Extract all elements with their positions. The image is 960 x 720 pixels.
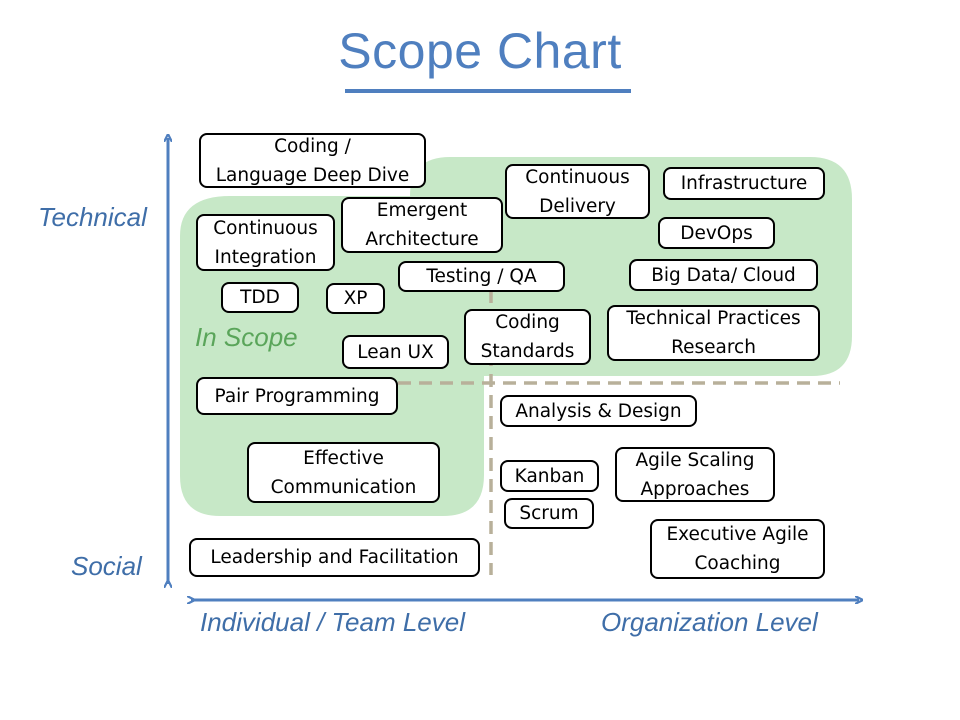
box-label: Emergent Architecture xyxy=(365,200,479,250)
in-scope-label: In Scope xyxy=(195,322,298,352)
box-label: DevOps xyxy=(680,222,753,244)
box-label: Continuous Integration xyxy=(213,217,318,268)
box-coding-standards: Coding Standards xyxy=(464,309,591,365)
box-coding-deep-dive: Coding / Language Deep Dive xyxy=(199,133,426,188)
box-label: Continuous Delivery xyxy=(525,166,630,217)
page-title: Scope Chart xyxy=(338,23,622,79)
box-label: Agile Scaling Approaches xyxy=(635,449,755,500)
axis-label-social: Social xyxy=(71,551,142,581)
box-scrum: Scrum xyxy=(504,498,594,529)
box-testing-qa: Testing / QA xyxy=(398,261,565,292)
axis-label-individual-team: Individual / Team Level xyxy=(200,607,465,637)
box-analysis-design: Analysis & Design xyxy=(500,395,697,427)
box-agile-scaling: Agile Scaling Approaches xyxy=(615,447,775,502)
title-underline xyxy=(345,89,631,93)
axis-label-organization: Organization Level xyxy=(601,607,818,637)
box-label: Big Data/ Cloud xyxy=(651,264,796,286)
box-label: Infrastructure xyxy=(680,173,808,194)
box-executive-agile-coaching: Executive Agile Coaching xyxy=(650,519,825,579)
box-infrastructure: Infrastructure xyxy=(663,167,825,200)
box-technical-practices-research: Technical Practices Research xyxy=(607,305,820,361)
box-label: Testing / QA xyxy=(426,266,537,287)
box-tdd: TDD xyxy=(221,282,299,313)
box-big-data-cloud: Big Data/ Cloud xyxy=(629,259,818,291)
box-label: Executive Agile Coaching xyxy=(666,524,809,574)
box-label: Effective Communication xyxy=(270,447,417,498)
box-lean-ux: Lean UX xyxy=(342,335,449,369)
box-label: Leadership and Facilitation xyxy=(210,547,459,568)
box-continuous-delivery: Continuous Delivery xyxy=(505,164,650,219)
box-label: Scrum xyxy=(519,503,579,524)
box-label: Coding / Language Deep Dive xyxy=(215,135,410,186)
box-effective-communication: Effective Communication xyxy=(247,442,440,503)
box-kanban: Kanban xyxy=(500,460,599,492)
box-emergent-architecture: Emergent Architecture xyxy=(341,197,503,253)
box-label: Kanban xyxy=(514,465,585,487)
box-continuous-integration: Continuous Integration xyxy=(196,214,335,271)
box-xp: XP xyxy=(326,283,385,314)
box-label: Analysis & Design xyxy=(515,400,682,422)
box-label: Pair Programming xyxy=(214,385,380,407)
box-label: Technical Practices Research xyxy=(626,308,801,358)
box-leadership-facilitation: Leadership and Facilitation xyxy=(189,538,480,577)
box-label: Coding Standards xyxy=(480,312,575,362)
box-label: TDD xyxy=(240,287,280,308)
box-devops: DevOps xyxy=(658,217,775,249)
box-label: Lean UX xyxy=(357,341,434,363)
box-pair-programming: Pair Programming xyxy=(196,377,398,415)
axis-label-technical: Technical xyxy=(38,202,147,232)
box-label: XP xyxy=(343,288,368,309)
